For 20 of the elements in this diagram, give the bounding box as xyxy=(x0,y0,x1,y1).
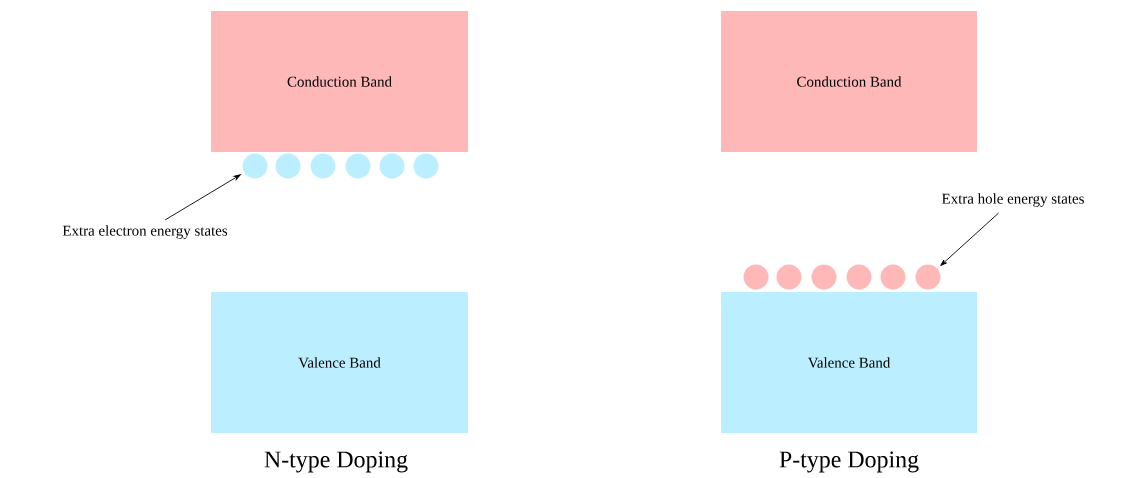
arrow xyxy=(164,174,241,221)
energy-state-circle xyxy=(776,264,802,290)
energy-state-circle xyxy=(915,264,941,290)
energy-state-circle xyxy=(811,264,837,290)
energy-band-box: Conduction Band xyxy=(721,11,977,152)
energy-state-circle xyxy=(846,264,872,290)
energy-state-circle xyxy=(379,153,405,179)
energy-state-circle xyxy=(880,264,906,290)
annotation-text: Extra hole energy states xyxy=(942,193,1084,207)
energy-state-circle xyxy=(310,153,336,179)
annotation-text: Extra electron energy states xyxy=(62,225,228,239)
energy-state-circle xyxy=(413,153,439,179)
arrow xyxy=(940,212,1000,266)
energy-state-circle xyxy=(743,264,769,290)
energy-state-circle xyxy=(345,153,371,179)
energy-band-box: Valence Band xyxy=(721,292,977,433)
energy-state-circle xyxy=(275,153,301,179)
energy-band-box: Conduction Band xyxy=(211,11,468,152)
energy-state-circle xyxy=(242,153,268,179)
energy-band-box: Valence Band xyxy=(211,292,468,433)
